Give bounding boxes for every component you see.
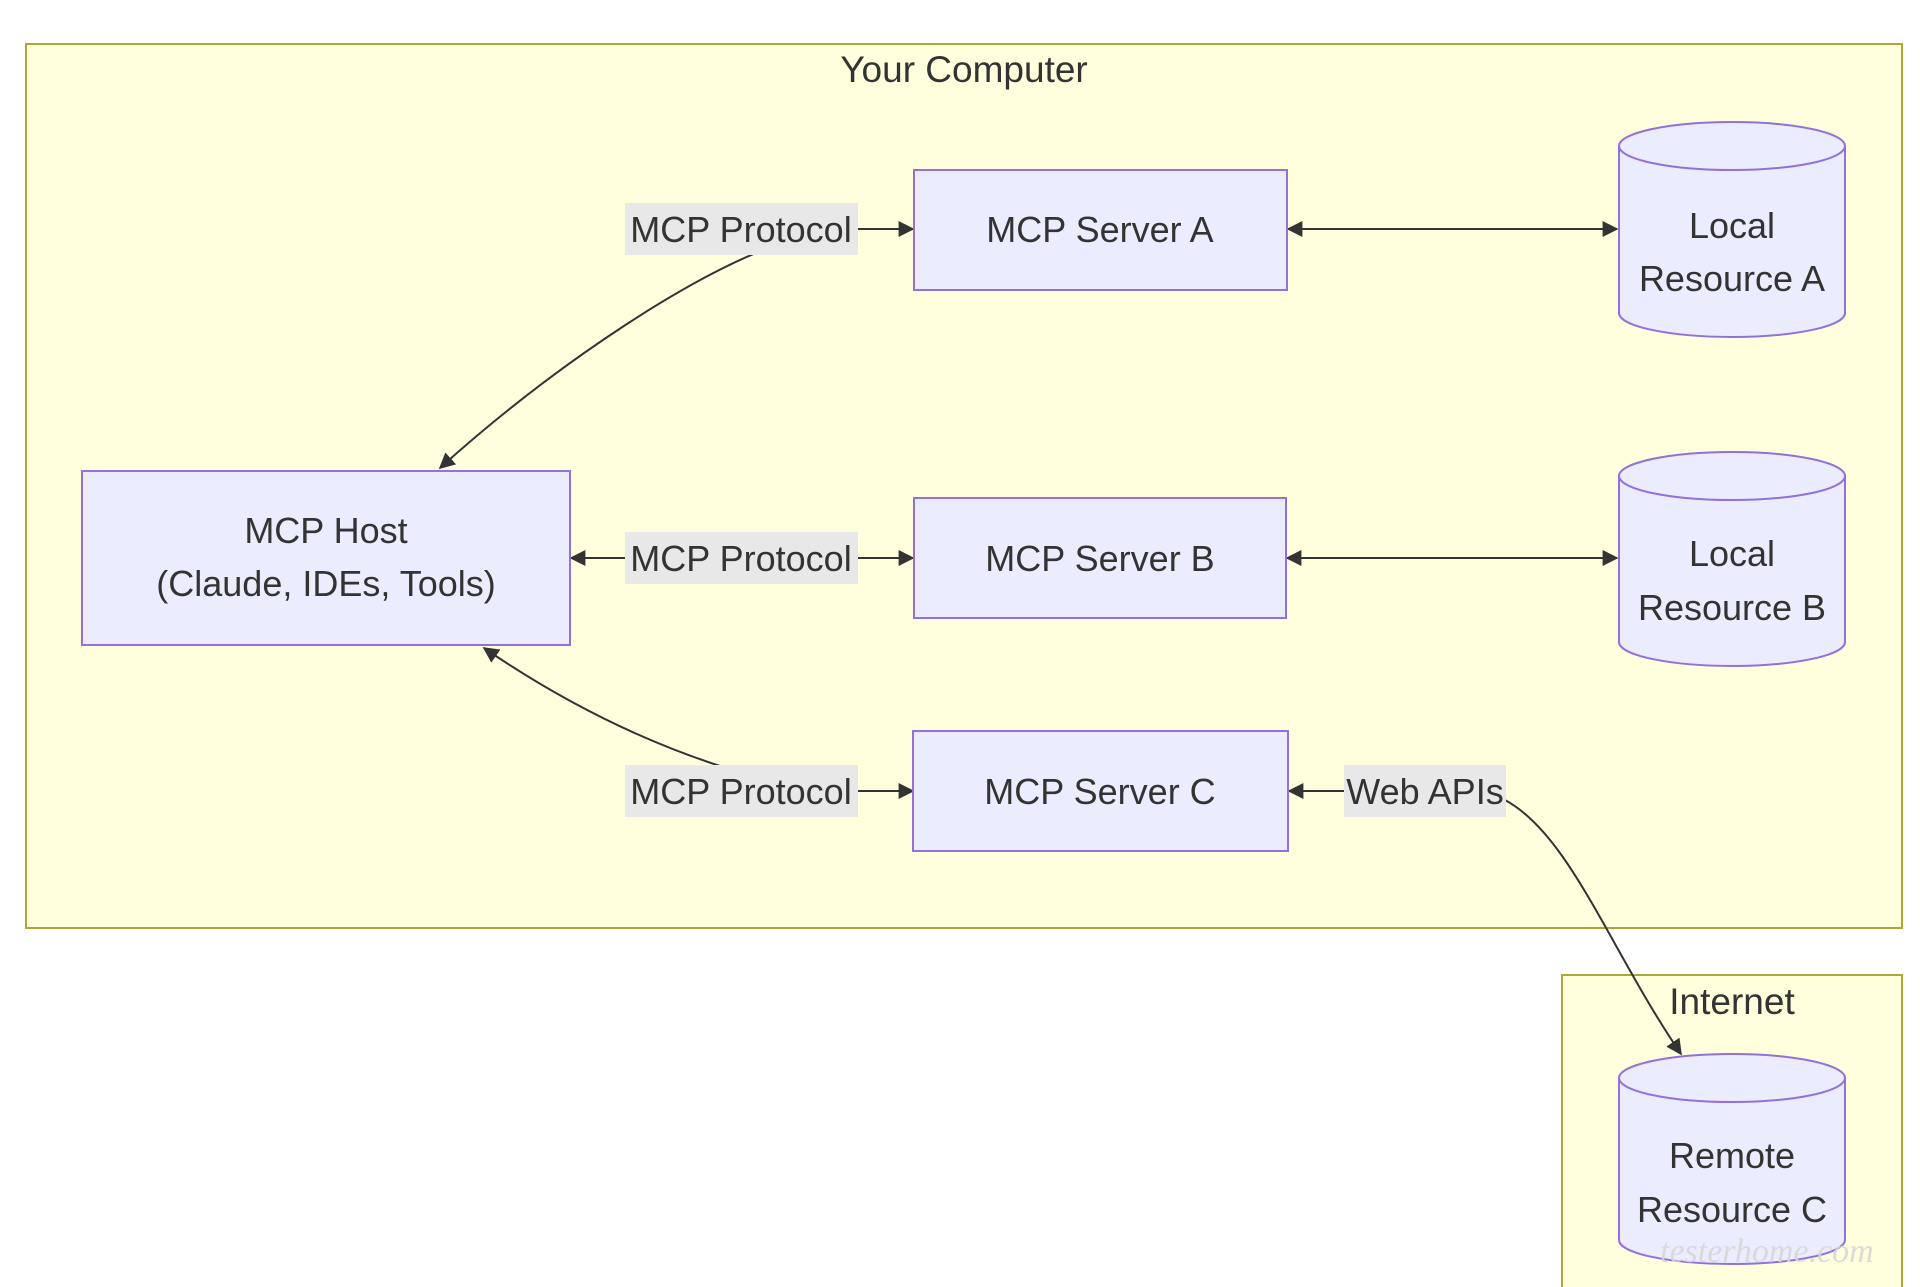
edge-label-web-apis-bg: [1344, 765, 1506, 817]
node-local-resource-a-line1: Local: [1689, 205, 1775, 246]
watermark: testerhome.com: [1660, 1233, 1874, 1270]
edge-label-host-b: MCP Protocol: [625, 532, 858, 584]
edge-label-host-c-bg: [625, 765, 858, 817]
node-mcp-host-subtitle: (Claude, IDEs, Tools): [156, 563, 495, 604]
edge-label-host-a-bg: [625, 203, 858, 255]
node-mcp-server-b[interactable]: MCP Server B: [913, 497, 1287, 619]
node-local-resource-a[interactable]: Local Resource A: [1618, 121, 1846, 338]
node-mcp-server-b-label: MCP Server B: [985, 538, 1214, 579]
subgraph-your-computer-title: Your Computer: [840, 49, 1088, 90]
node-remote-resource-c-line2: Resource C: [1637, 1189, 1827, 1230]
node-mcp-host-title: MCP Host: [244, 510, 407, 551]
node-mcp-server-c[interactable]: MCP Server C: [912, 730, 1289, 852]
edge-host-to-server-c-curve: [482, 647, 721, 767]
edge-label-host-a-text: MCP Protocol: [630, 209, 851, 250]
edge-label-web-apis: Web APIs: [1344, 765, 1506, 817]
node-mcp-server-b-box[interactable]: [913, 497, 1287, 619]
node-mcp-server-a[interactable]: MCP Server A: [913, 169, 1288, 291]
edge-label-host-b-text: MCP Protocol: [630, 538, 851, 579]
node-mcp-server-c-box[interactable]: [912, 730, 1289, 852]
edge-label-host-b-bg: [625, 532, 858, 584]
node-local-resource-b-line1: Local: [1689, 533, 1775, 574]
edge-label-host-c: MCP Protocol: [625, 765, 858, 817]
node-local-resource-b-top: [1618, 451, 1846, 501]
node-remote-resource-c-body[interactable]: [1618, 1078, 1846, 1265]
node-remote-resource-c[interactable]: Remote Resource C: [1618, 1053, 1846, 1265]
node-local-resource-b-body[interactable]: [1618, 476, 1846, 667]
edge-label-web-apis-text: Web APIs: [1346, 771, 1503, 812]
edge-webapis-to-remote-resource: [1504, 799, 1682, 1056]
node-local-resource-a-line2: Resource A: [1639, 258, 1825, 299]
edge-host-to-server-a-curve: [438, 243, 781, 470]
node-remote-resource-c-top: [1618, 1053, 1846, 1103]
node-mcp-server-a-box[interactable]: [913, 169, 1288, 291]
node-local-resource-b-line2: Resource B: [1638, 587, 1826, 628]
node-mcp-server-c-label: MCP Server C: [984, 771, 1215, 812]
node-mcp-host[interactable]: MCP Host (Claude, IDEs, Tools): [81, 470, 571, 646]
node-local-resource-b[interactable]: Local Resource B: [1618, 451, 1846, 667]
edges: [438, 221, 1682, 1056]
node-local-resource-a-top: [1618, 121, 1846, 171]
edge-label-host-c-text: MCP Protocol: [630, 771, 851, 812]
node-mcp-host-box[interactable]: [81, 470, 571, 646]
node-remote-resource-c-line1: Remote: [1669, 1135, 1795, 1176]
node-local-resource-a-body[interactable]: [1618, 146, 1846, 338]
edge-label-host-a: MCP Protocol: [625, 203, 858, 255]
subgraph-internet-title: Internet: [1669, 981, 1795, 1022]
edge-labels: MCP Protocol MCP Protocol MCP Protocol W…: [625, 203, 1506, 817]
node-mcp-server-a-label: MCP Server A: [986, 209, 1213, 250]
